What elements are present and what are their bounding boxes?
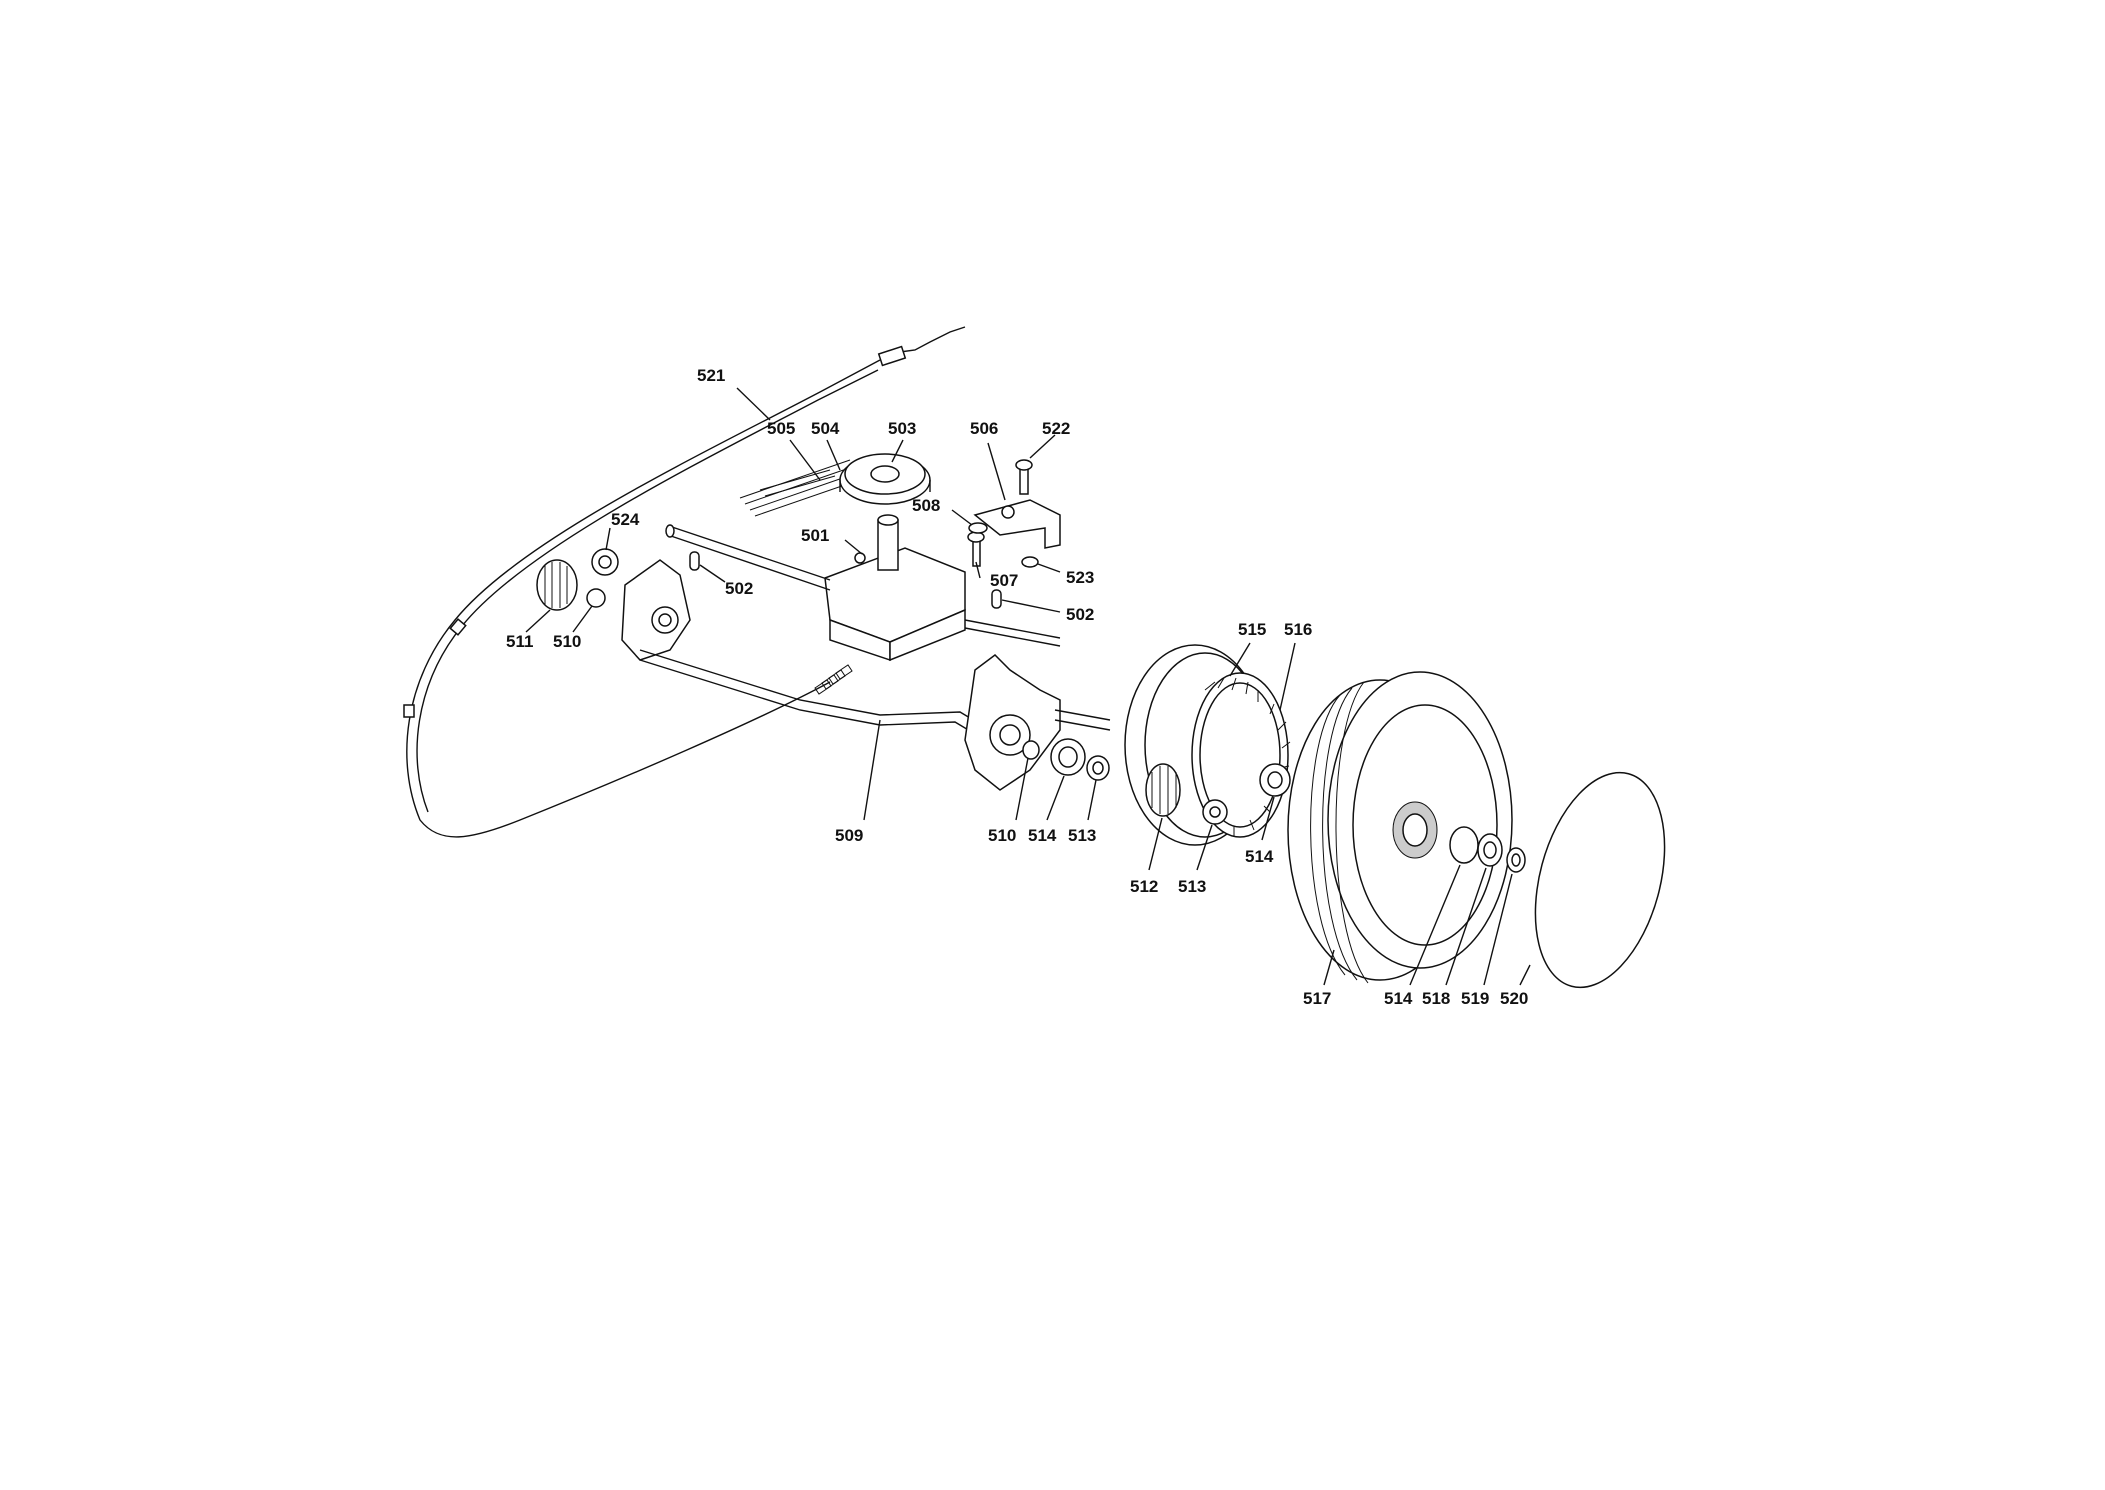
label-502a: 502 [725, 579, 753, 598]
gear-housing [1124, 644, 1291, 846]
label-519: 519 [1461, 989, 1489, 1008]
label-505: 505 [767, 419, 795, 438]
drive-cable [403, 326, 966, 838]
label-517: 517 [1303, 989, 1331, 1008]
key-left [689, 551, 700, 571]
label-507: 507 [990, 571, 1018, 590]
leader-lines [525, 387, 1531, 986]
right-drive-parts [964, 654, 1111, 791]
label-514a: 514 [1028, 826, 1057, 845]
label-518: 518 [1422, 989, 1450, 1008]
gearbox [665, 514, 1061, 662]
label-506: 506 [970, 419, 998, 438]
belt-and-pulley [739, 453, 931, 517]
label-514c: 514 [1384, 989, 1413, 1008]
label-508: 508 [912, 496, 940, 515]
label-513b: 513 [1178, 877, 1206, 896]
left-drive-parts [536, 548, 691, 661]
label-514b: 514 [1245, 847, 1274, 866]
key-right [991, 589, 1002, 609]
label-522: 522 [1042, 419, 1070, 438]
part-labels: 521 505 504 503 506 522 508 501 524 502 … [506, 366, 1528, 1008]
label-501: 501 [801, 526, 829, 545]
label-524: 524 [611, 510, 640, 529]
label-502b: 502 [1066, 605, 1094, 624]
wheel [1287, 671, 1526, 984]
label-521: 521 [697, 366, 725, 385]
mounting-bracket [967, 459, 1061, 568]
label-510a: 510 [553, 632, 581, 651]
label-511: 511 [506, 632, 533, 651]
label-515: 515 [1238, 620, 1266, 639]
label-520: 520 [1500, 989, 1528, 1008]
label-512: 512 [1130, 877, 1158, 896]
label-510b: 510 [988, 826, 1016, 845]
label-509: 509 [835, 826, 863, 845]
label-513a: 513 [1068, 826, 1096, 845]
label-516: 516 [1284, 620, 1312, 639]
label-503: 503 [888, 419, 916, 438]
hub-cap [1534, 771, 1666, 989]
label-504: 504 [811, 419, 840, 438]
label-523: 523 [1066, 568, 1094, 587]
